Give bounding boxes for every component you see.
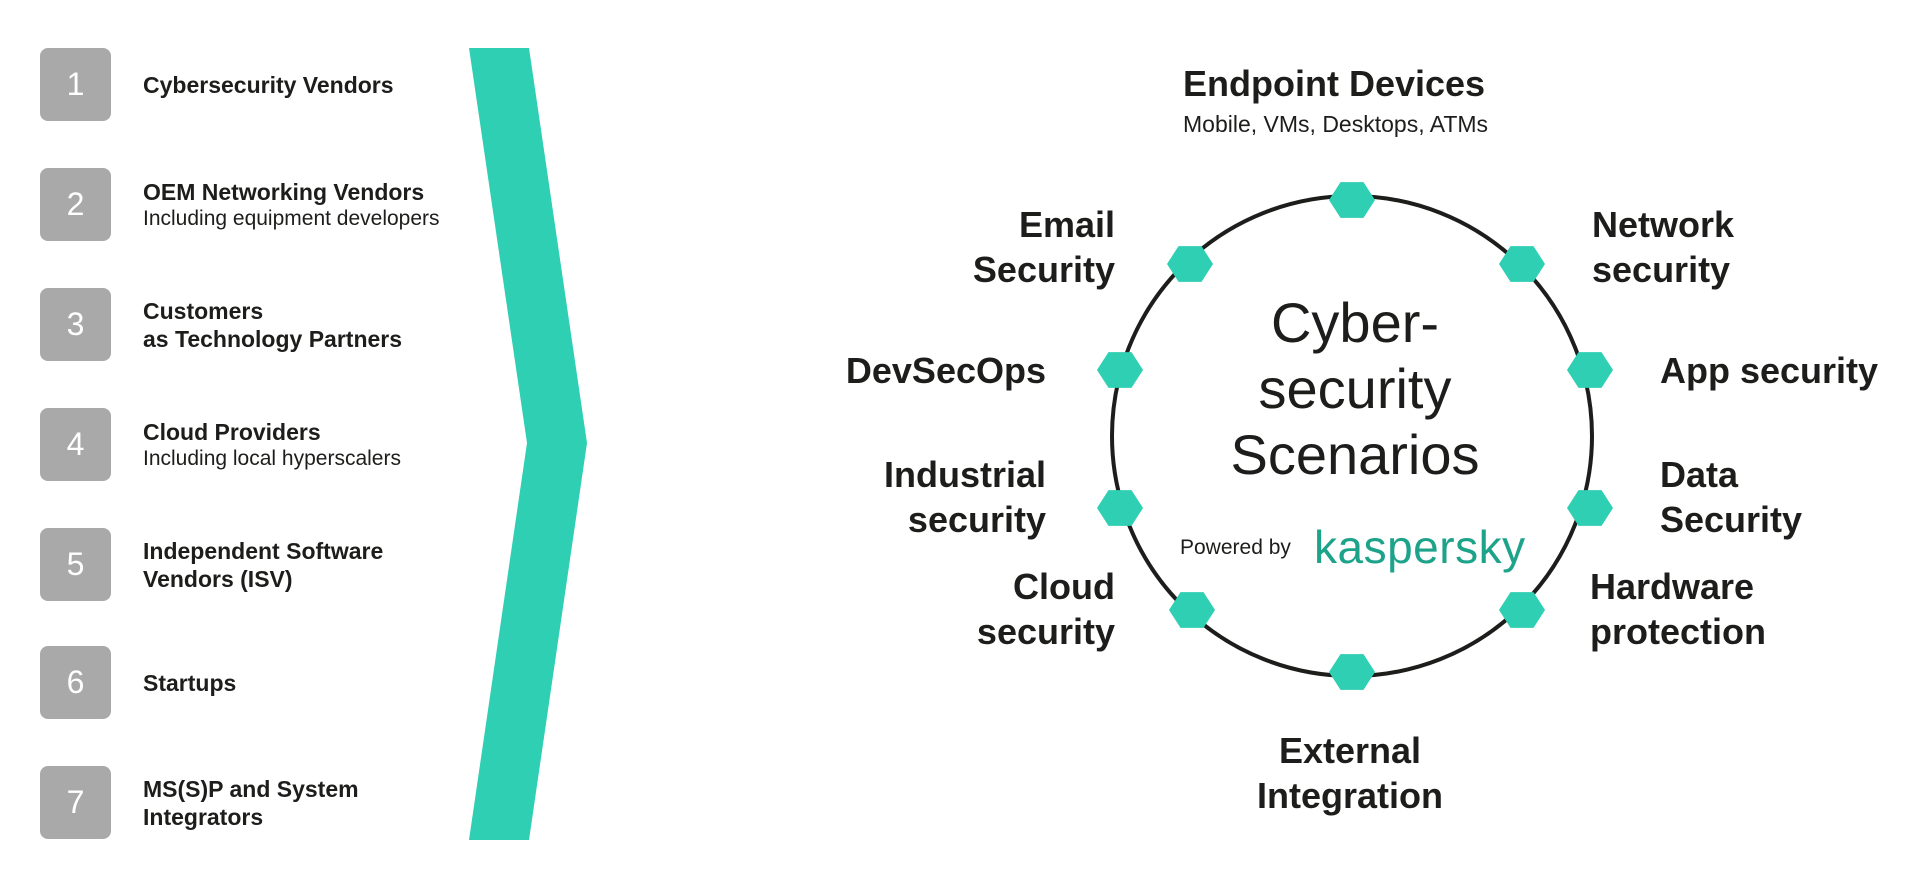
- number-badge: 3: [40, 288, 111, 361]
- item-subtitle: Including equipment developers: [143, 206, 440, 230]
- number-badge: 2: [40, 168, 111, 241]
- list-item: 1 Cybersecurity Vendors: [40, 48, 520, 121]
- kaspersky-logo: kaspersky: [1314, 521, 1526, 573]
- hex-hardware-icon: [1499, 592, 1545, 628]
- item-text: MS(S)P and System Integrators: [143, 766, 523, 839]
- list-item: 2 OEM Networking Vendors Including equip…: [40, 168, 520, 241]
- number-badge: 4: [40, 408, 111, 481]
- item-title: OEM Networking Vendors: [143, 178, 425, 205]
- label-devsecops: DevSecOps: [845, 350, 1046, 391]
- hex-industrial-icon: [1097, 490, 1143, 526]
- powered-by-label: Powered by: [1180, 536, 1291, 559]
- hex-devsecops-icon: [1097, 352, 1143, 388]
- item-text: Cybersecurity Vendors: [143, 48, 523, 121]
- hex-network-icon: [1499, 246, 1545, 282]
- label-email-security: Email Security: [972, 204, 1115, 290]
- item-title: Startups: [143, 669, 237, 696]
- list-item: 4 Cloud Providers Including local hypers…: [40, 408, 520, 481]
- item-title: Cybersecurity Vendors: [143, 71, 394, 98]
- label-data-security: Data Security: [1660, 454, 1803, 540]
- label-app-security: App security: [1660, 350, 1879, 391]
- item-text: Startups: [143, 646, 523, 719]
- hex-top-icon: [1329, 182, 1375, 218]
- label-cloud-security: Cloud security: [976, 566, 1115, 652]
- label-industrial-security: Industrial security: [883, 454, 1046, 540]
- item-title: Independent Software Vendors (ISV): [143, 537, 384, 592]
- item-title: Customers as Technology Partners: [143, 297, 403, 352]
- item-text: Customers as Technology Partners: [143, 288, 523, 361]
- label-external-integration: External Integration: [1257, 730, 1443, 816]
- label-network-security: Network security: [1592, 204, 1735, 290]
- item-text: Independent Software Vendors (ISV): [143, 528, 523, 601]
- list-item: 3 Customers as Technology Partners: [40, 288, 520, 361]
- number-badge: 7: [40, 766, 111, 839]
- item-text: Cloud Providers Including local hypersca…: [143, 408, 523, 481]
- endpoint-devices-subtitle: Mobile, VMs, Desktops, ATMs: [1183, 111, 1489, 137]
- list-item: 5 Independent Software Vendors (ISV): [40, 528, 520, 601]
- list-item: 6 Startups: [40, 646, 520, 719]
- number-badge: 5: [40, 528, 111, 601]
- hex-nodes: [1097, 182, 1613, 690]
- hex-email-icon: [1167, 246, 1213, 282]
- hex-data-icon: [1567, 490, 1613, 526]
- center-title: Cyber- security Scenarios: [1230, 291, 1480, 486]
- number-badge: 1: [40, 48, 111, 121]
- label-hardware-protection: Hardware protection: [1590, 566, 1766, 652]
- item-title: Cloud Providers: [143, 418, 321, 445]
- list-item: 7 MS(S)P and System Integrators: [40, 766, 520, 839]
- item-subtitle: Including local hyperscalers: [143, 446, 401, 470]
- item-title: MS(S)P and System Integrators: [143, 775, 359, 830]
- hex-app-icon: [1567, 352, 1613, 388]
- chevron-shape: [469, 48, 587, 840]
- number-badge: 6: [40, 646, 111, 719]
- hex-cloud-icon: [1169, 592, 1215, 628]
- endpoint-devices-title: Endpoint Devices: [1183, 63, 1486, 104]
- item-text: OEM Networking Vendors Including equipme…: [143, 168, 523, 241]
- hex-bottom-icon: [1329, 654, 1375, 690]
